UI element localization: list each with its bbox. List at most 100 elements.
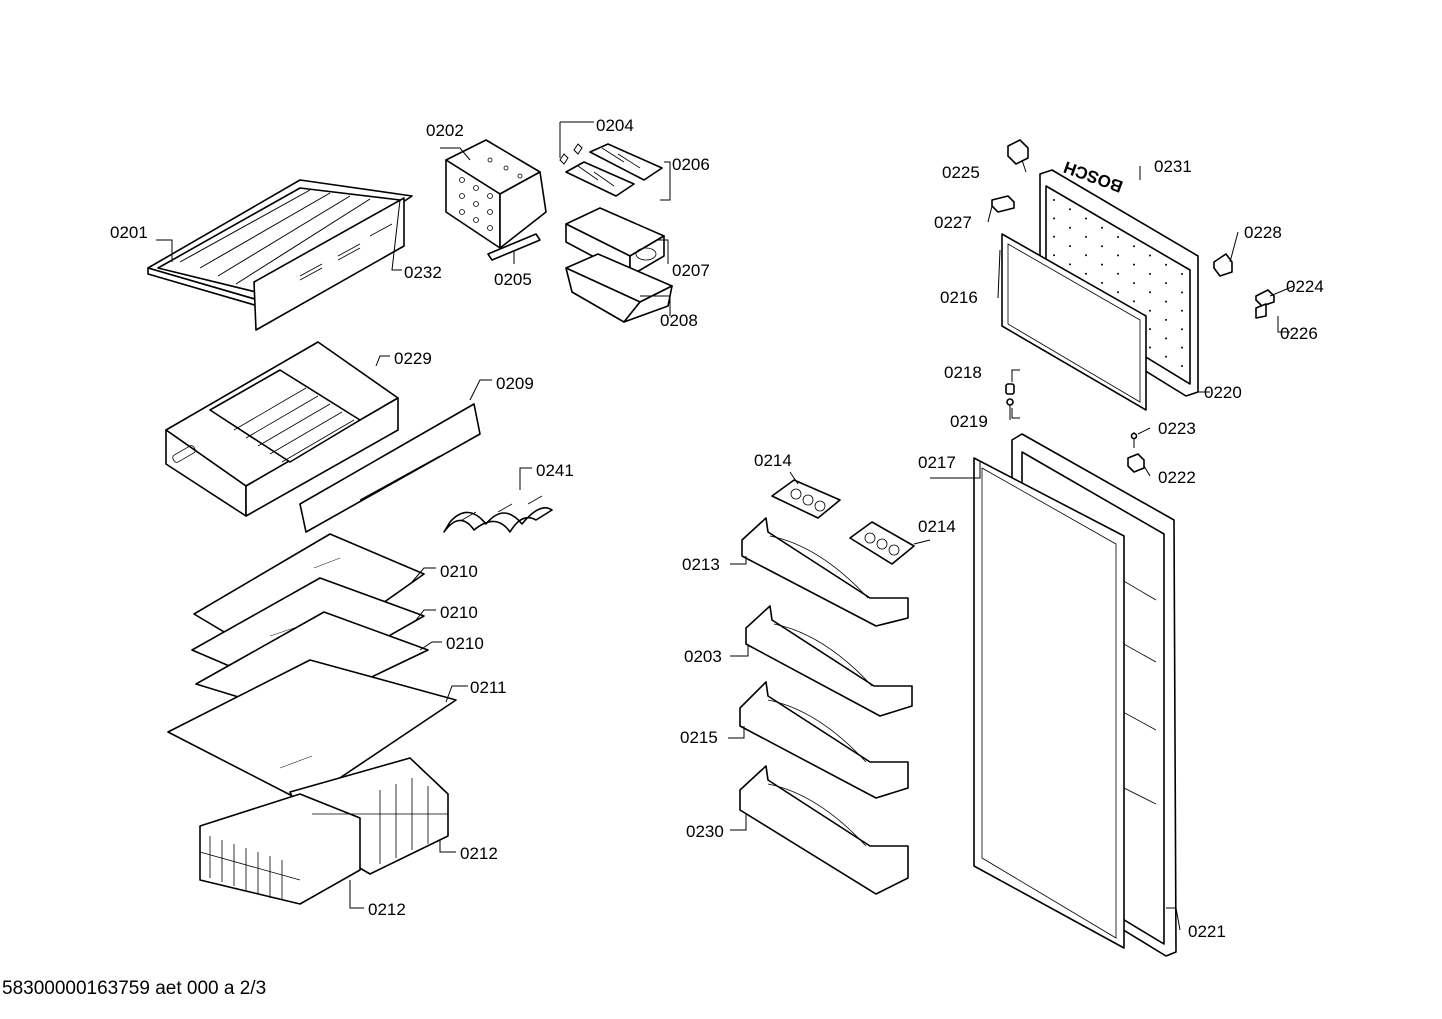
door-dot — [1101, 226, 1103, 229]
door-dot — [1165, 282, 1167, 285]
door-dot — [1101, 245, 1103, 248]
part-fan-housing — [445, 139, 547, 249]
part-drawer-front-panel — [299, 403, 481, 533]
label-0229: 0229 — [394, 349, 432, 368]
document-reference: 58300000163759 aet 000 a 2/3 — [2, 978, 267, 999]
label-0203: 0203 — [684, 647, 722, 666]
part-glass-shelves — [167, 533, 457, 803]
label-0211: 0211 — [470, 678, 507, 697]
part-ice-box — [565, 253, 673, 323]
label-0225: 0225 — [942, 163, 980, 182]
label-0219: 0219 — [950, 412, 988, 431]
part-hinge-right — [1213, 253, 1233, 277]
door-dot — [1053, 235, 1055, 238]
label-0214-a: 0214 — [754, 451, 792, 470]
door-dot — [1133, 245, 1135, 248]
part-door-balconies — [739, 517, 913, 895]
part-shelf-cover — [253, 197, 405, 331]
door-dot — [1069, 226, 1071, 229]
label-0218: 0218 — [944, 363, 982, 382]
door-dot — [1165, 300, 1167, 303]
door-dot — [1085, 254, 1087, 257]
part-strip — [487, 233, 541, 261]
door-dot — [1133, 300, 1135, 303]
label-0232: 0232 — [404, 263, 442, 282]
door-dot — [1085, 272, 1087, 275]
label-0227: 0227 — [934, 213, 972, 232]
door-dot — [1117, 272, 1119, 275]
part-bracket-small — [1255, 289, 1275, 319]
label-0215: 0215 — [680, 728, 718, 747]
door-dot — [1181, 328, 1183, 331]
door-dot — [1085, 235, 1087, 238]
label-0205: 0205 — [494, 270, 532, 289]
door-dot — [1181, 291, 1183, 294]
part-hinge-top — [1007, 139, 1029, 165]
door-dot — [1181, 365, 1183, 367]
door-dot — [1149, 272, 1151, 275]
label-0204: 0204 — [596, 116, 634, 135]
label-0213: 0213 — [682, 555, 720, 574]
part-fridge-door-gasket — [973, 457, 1125, 949]
door-dot — [1165, 337, 1167, 340]
door-dot — [1165, 355, 1167, 358]
label-0228: 0228 — [1244, 223, 1282, 242]
label-0209: 0209 — [496, 374, 534, 393]
part-cap — [991, 195, 1015, 213]
label-0220: 0220 — [1204, 383, 1242, 402]
leader-lines — [156, 121, 1295, 931]
label-0214-b: 0214 — [918, 517, 956, 536]
label-0230: 0230 — [686, 822, 724, 841]
door-dot — [1133, 263, 1135, 266]
label-0223: 0223 — [1158, 419, 1196, 438]
part-freezer-shelf — [147, 179, 413, 307]
door-dot — [1069, 208, 1071, 211]
part-freezer-drawer — [165, 341, 399, 517]
label-0208: 0208 — [660, 311, 698, 330]
part-bottle-rack — [443, 495, 553, 533]
label-0222: 0222 — [1158, 468, 1196, 487]
door-dot — [1053, 199, 1055, 201]
door-dot — [1069, 263, 1071, 266]
door-dot — [1149, 346, 1151, 349]
door-dot — [1101, 281, 1103, 284]
door-dot — [1117, 254, 1119, 257]
part-clips — [559, 143, 583, 165]
door-dot — [1165, 318, 1167, 321]
door-dot — [1133, 282, 1135, 285]
label-0224: 0224 — [1286, 277, 1324, 296]
door-dot — [1101, 263, 1103, 266]
door-dot — [1069, 245, 1071, 248]
door-dot — [1053, 217, 1055, 220]
label-0202: 0202 — [426, 121, 464, 140]
door-dot — [1149, 328, 1151, 331]
label-0207: 0207 — [672, 261, 710, 280]
part-hinge-bottom — [1127, 432, 1145, 473]
part-number-labels: 0201 0232 0202 0204 0206 0205 0207 0208 … — [110, 116, 1324, 941]
label-0217: 0217 — [918, 453, 956, 472]
door-dot — [1117, 291, 1119, 294]
label-0221: 0221 — [1188, 922, 1226, 941]
label-0241: 0241 — [536, 461, 574, 480]
label-0226: 0226 — [1280, 324, 1318, 343]
door-dot — [1181, 346, 1183, 349]
door-dot — [1181, 309, 1183, 312]
part-bushing-screw — [1005, 383, 1015, 420]
label-0206: 0206 — [672, 155, 710, 174]
label-0216: 0216 — [940, 288, 978, 307]
label-0212-b: 0212 — [368, 900, 406, 919]
door-dot — [1149, 291, 1151, 294]
door-dot — [1117, 236, 1119, 238]
part-crisper-drawers — [199, 757, 449, 905]
part-ice-cube-trays — [565, 143, 663, 197]
door-dot — [1085, 217, 1087, 220]
label-0210-b: 0210 — [440, 603, 478, 622]
label-0201: 0201 — [110, 223, 148, 242]
label-0231: 0231 — [1154, 157, 1192, 176]
door-dot — [1149, 309, 1151, 312]
part-freezer-door-gasket — [1001, 233, 1147, 411]
label-0212-a: 0212 — [460, 844, 498, 863]
door-dot — [1149, 254, 1151, 257]
door-dot — [1053, 254, 1055, 257]
